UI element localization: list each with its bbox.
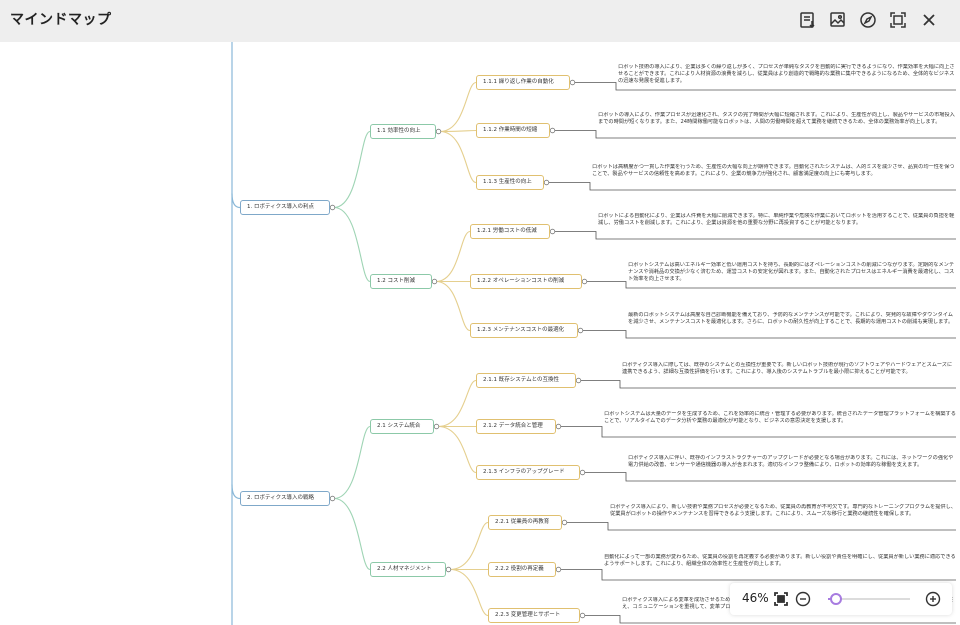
image-export-button[interactable] — [827, 9, 849, 31]
zoom-out-icon — [795, 591, 811, 607]
branch-connector — [333, 130, 371, 209]
branch-connector — [439, 81, 477, 133]
note-connector — [584, 615, 956, 624]
mindmap-node-t222[interactable]: 2.2.2 役割の再定義 — [488, 562, 556, 577]
image-export-icon — [830, 12, 845, 27]
node-note-t211: ロボティクス導入に際しては、既存のシステムとの互換性が重要です。新しいロボット技… — [622, 362, 953, 375]
mindmap-node-t221[interactable]: 2.2.1 従業員の再教育 — [488, 515, 562, 530]
mindmap-node-s11[interactable]: 1.1 効率性の向上 — [370, 124, 436, 139]
note-connector — [560, 569, 956, 581]
zoom-in-icon — [925, 591, 941, 607]
collapse-toggle-icon[interactable] — [549, 127, 556, 134]
collapse-toggle-icon[interactable] — [575, 377, 582, 384]
collapse-toggle-icon[interactable] — [435, 128, 442, 135]
note-connector — [560, 426, 956, 438]
collapse-toggle-icon[interactable] — [329, 495, 336, 502]
note-connector — [586, 281, 956, 289]
branch-connector — [435, 230, 471, 283]
collapse-toggle-icon[interactable] — [561, 519, 568, 526]
node-note-t123: 最新のロボットシステムは高度な自己診断機能を備えており、予防的なメンテナンスが可… — [628, 312, 954, 325]
note-connector — [584, 472, 956, 482]
branch-connector — [333, 425, 371, 500]
node-note-t111: ロボット技術の導入により、企業は多くの繰り返しが多く、プロセスが単純なタスクを自… — [618, 64, 955, 84]
zoom-level: 46% — [742, 591, 769, 605]
root-connector — [231, 193, 241, 209]
note-connector — [580, 380, 956, 389]
branch-connector — [437, 379, 477, 428]
close-button[interactable] — [918, 9, 940, 31]
connector-layer — [231, 42, 956, 625]
mindmap-node-s22[interactable]: 2.2 人材マネジメント — [370, 562, 446, 577]
branch-connector — [333, 206, 371, 283]
node-note-t122: ロボットシステムは高いエネルギー効率と低い運用コストを持ち、長期的にはオペレーシ… — [628, 262, 955, 282]
title-bar: マインドマップ — [0, 0, 960, 42]
note-connector — [582, 330, 956, 339]
mindmap-node-t122[interactable]: 1.2.2 オペレーションコストの削減 — [470, 274, 582, 289]
note-connector — [566, 522, 956, 531]
note-connector — [548, 182, 956, 191]
mindmap-node-t212[interactable]: 2.1.2 データ統合と管理 — [476, 419, 556, 434]
root-connector — [231, 484, 241, 500]
node-note-t221: ロボティクス導入により、新しい技術や業務プロセスが必要となるため、従業員の再教育… — [610, 504, 956, 517]
mindmap-node-t223[interactable]: 2.2.3 変更管理とサポート — [488, 608, 580, 623]
mindmap-node-r1[interactable]: 1. ロボティクス導入の利点 — [240, 200, 330, 215]
fullscreen-button[interactable] — [887, 9, 909, 31]
branch-connector — [439, 129, 477, 133]
branch-connector — [449, 521, 489, 571]
mindmap-node-r2[interactable]: 2. ロボティクス導入の戦略 — [240, 491, 330, 506]
zoom-slider[interactable] — [828, 593, 910, 605]
mindmap-node-t211[interactable]: 2.1.1 既存システムとの互換性 — [476, 373, 576, 388]
branch-connector — [449, 568, 489, 617]
collapse-toggle-icon[interactable] — [329, 204, 336, 211]
collapse-toggle-icon[interactable] — [579, 469, 586, 476]
node-note-t121: ロボットによる自動化により、企業は人件費を大幅に削減できます。特に、単純作業や危… — [598, 213, 955, 226]
mindmap-canvas[interactable]: 1. ロボティクス導入の利点 2. ロボティクス導入の戦略 1.1 効率性の向上 1.… — [0, 42, 960, 625]
collapse-toggle-icon[interactable] — [549, 228, 556, 235]
export-button[interactable] — [797, 9, 819, 31]
fullscreen-icon — [890, 12, 906, 28]
zoom-slider-knob[interactable] — [829, 593, 842, 605]
branch-connector — [437, 425, 477, 474]
branch-connector — [435, 280, 471, 332]
collapse-toggle-icon[interactable] — [431, 278, 438, 285]
node-note-t222: 自動化によって一部の業務が変わるため、従業員の役割を再定義する必要があります。新… — [604, 554, 956, 567]
collapse-toggle-icon[interactable] — [433, 423, 440, 430]
compass-button[interactable] — [857, 9, 879, 31]
collapse-toggle-icon[interactable] — [555, 566, 562, 573]
close-icon — [923, 14, 935, 26]
collapse-toggle-icon[interactable] — [579, 612, 586, 619]
mindmap-node-s21[interactable]: 2.1 システム統合 — [370, 419, 434, 434]
mindmap-node-t113[interactable]: 1.1.3 生産性の向上 — [476, 175, 544, 190]
export-icon — [800, 12, 815, 29]
zoom-controls: 46% — [730, 583, 952, 615]
node-note-t212: ロボットシステムは大量のデータを生成するため、これを効率的に統合・管理する必要が… — [604, 411, 956, 424]
collapse-toggle-icon[interactable] — [569, 79, 576, 86]
node-note-t213: ロボティクス導入に伴い、既存のインフラストラクチャーのアップグレードが必要となる… — [628, 455, 954, 468]
fit-view-button[interactable] — [772, 590, 790, 608]
collapse-toggle-icon[interactable] — [543, 179, 550, 186]
node-note-t112: ロボットの導入により、作業プロセスが迅速化され、タスクの完了時間が大幅に短縮され… — [598, 112, 955, 125]
branch-connector — [333, 497, 371, 571]
mindmap-node-t121[interactable]: 1.2.1 労働コストの低減 — [470, 224, 550, 239]
mindmap-node-s12[interactable]: 1.2 コスト削減 — [370, 274, 432, 289]
compass-icon — [860, 12, 876, 28]
fit-view-icon — [774, 592, 788, 606]
mindmap-node-t213[interactable]: 2.1.3 インフラのアップグレード — [476, 465, 580, 480]
mindmap-node-t112[interactable]: 1.1.2 作業時間の短縮 — [476, 123, 550, 138]
page-title: マインドマップ — [10, 12, 112, 28]
note-connector — [554, 231, 956, 240]
collapse-toggle-icon[interactable] — [445, 566, 452, 573]
collapse-toggle-icon[interactable] — [555, 423, 562, 430]
zoom-in-button[interactable] — [924, 590, 942, 608]
collapse-toggle-icon[interactable] — [581, 278, 588, 285]
zoom-out-button[interactable] — [794, 590, 812, 608]
branch-connector — [439, 130, 477, 184]
note-connector — [554, 130, 956, 139]
collapse-toggle-icon[interactable] — [577, 327, 584, 334]
note-connector — [574, 82, 956, 91]
node-note-t113: ロボットは高精度かつ一貫した作業を行うため、生産性の大幅な向上が期待できます。自… — [592, 164, 955, 177]
mindmap-node-t123[interactable]: 1.2.3 メンテナンスコストの最適化 — [470, 323, 578, 338]
mindmap-node-t111[interactable]: 1.1.1 繰り返し作業の自動化 — [476, 75, 570, 90]
